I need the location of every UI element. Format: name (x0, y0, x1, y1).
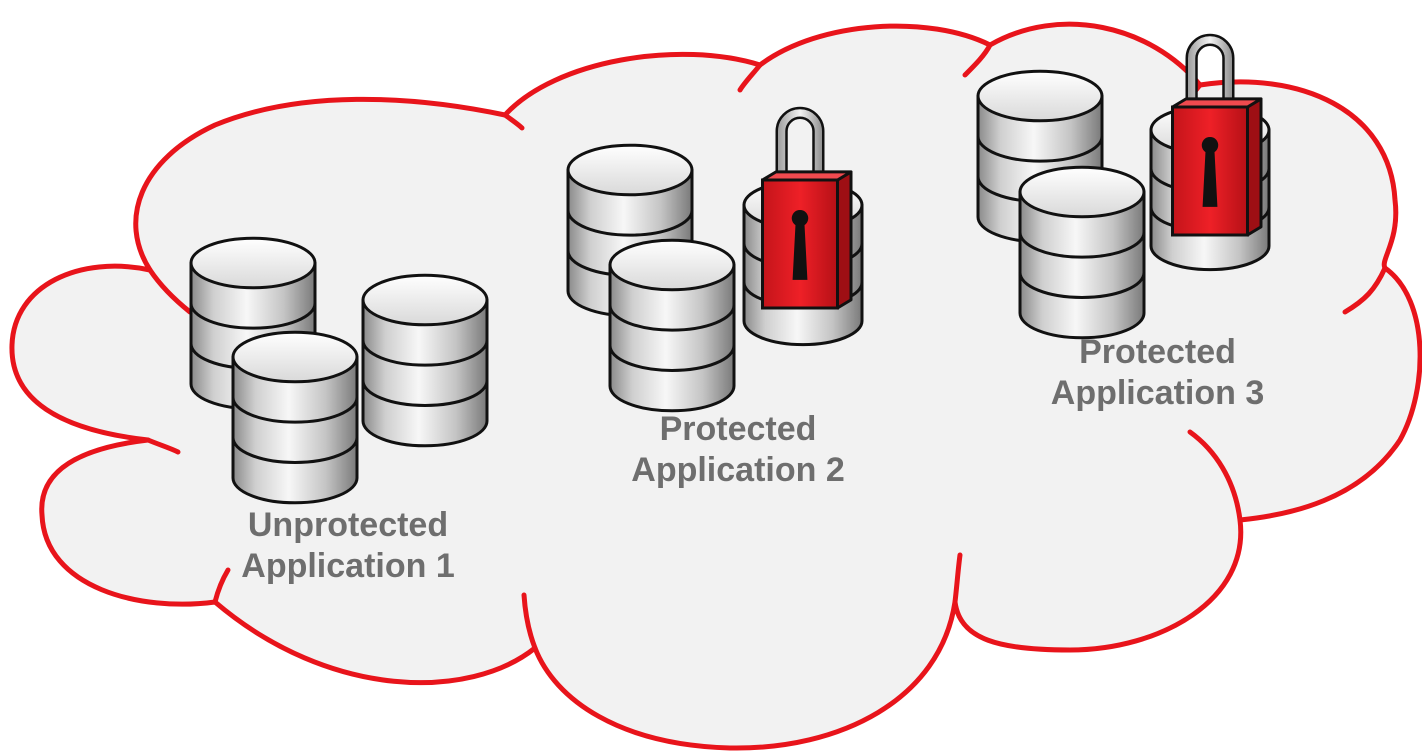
database-icon (1018, 165, 1146, 340)
app-label-1: Unprotected Application 1 (213, 505, 483, 587)
group-3-icons (976, 33, 1271, 340)
app-label-3: Protected Application 3 (1025, 332, 1290, 414)
database-icon (361, 273, 489, 448)
group-2-icons (566, 106, 864, 413)
app-label-2-line1: Protected (659, 410, 817, 448)
padlock-icon (1171, 33, 1263, 237)
app-label-3-line1: Protected (1079, 333, 1236, 371)
padlock-icon (761, 106, 853, 310)
app-label-3-line2: Application 3 (1050, 374, 1265, 412)
app-label-1-line2: Application 1 (241, 547, 455, 585)
database-icon (608, 238, 736, 413)
group-1-icons (189, 236, 489, 505)
app-label-1-line1: Unprotected (247, 506, 449, 544)
app-label-2-line2: Application 2 (631, 451, 845, 489)
app-label-2: Protected Application 2 (608, 409, 868, 491)
database-icon (231, 330, 359, 505)
